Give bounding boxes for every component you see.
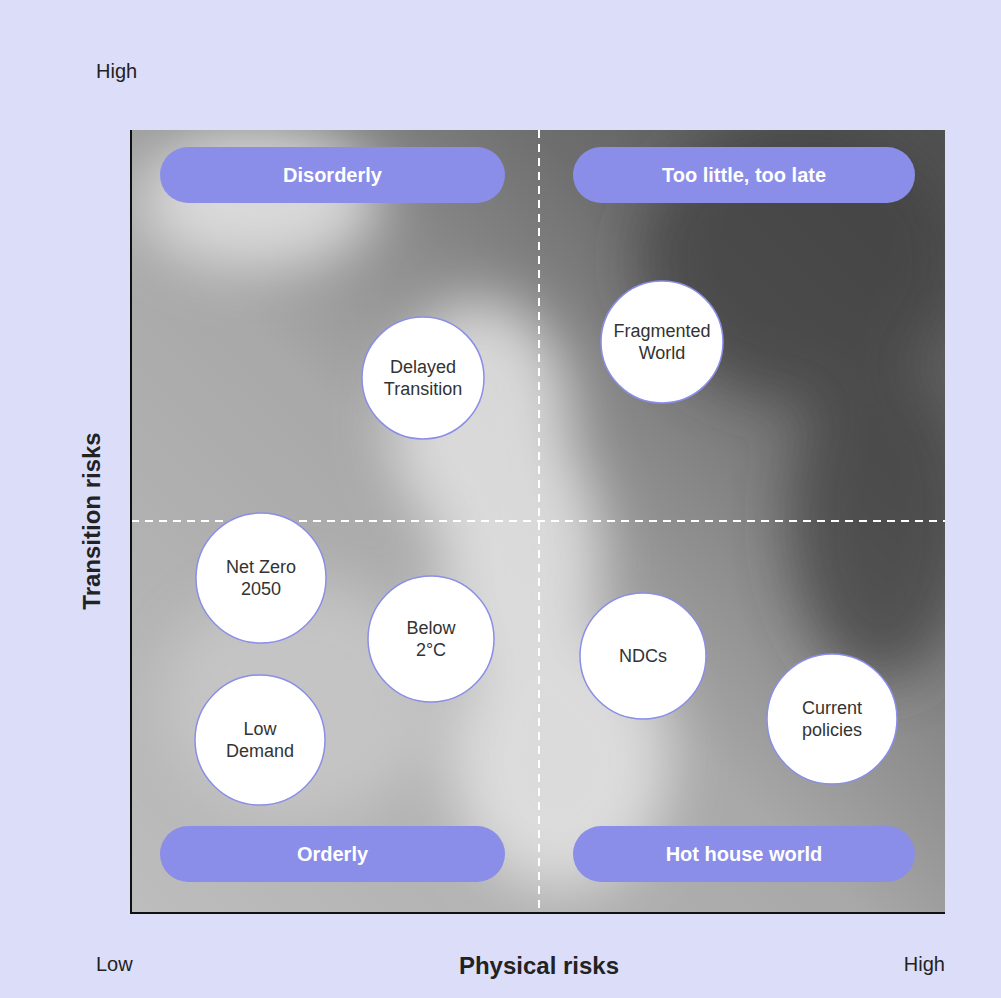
cloud-photo — [131, 130, 945, 913]
circle-outline — [194, 674, 326, 806]
circle-shape — [196, 513, 326, 643]
scenario-circle: Delayed Transition — [361, 316, 485, 440]
circle-outline — [600, 280, 724, 404]
scenario-name: Fragmented World — [612, 320, 712, 365]
quadrant-pill: Hot house world — [573, 826, 915, 882]
scenario-name: Low Demand — [215, 718, 305, 763]
quadrant-name: Orderly — [297, 843, 368, 866]
scenario-name: Current policies — [787, 697, 877, 742]
quadrant-pill: Disorderly — [160, 147, 505, 203]
axis-title: Physical risks — [459, 952, 619, 980]
quadrant-pill: Orderly — [160, 826, 505, 882]
circle-shape — [195, 675, 325, 805]
quadrant-name: Disorderly — [283, 164, 382, 187]
y-axis — [130, 130, 132, 914]
scenario-name: Below 2°C — [396, 617, 466, 662]
axis-title: Transition risks — [78, 432, 106, 609]
circle-shape — [580, 593, 706, 719]
quadrant-name: Hot house world — [666, 843, 823, 866]
scenario-circle: Current policies — [766, 653, 898, 785]
scenario-name: Net Zero 2050 — [216, 556, 306, 601]
scenario-circle: Below 2°C — [367, 575, 495, 703]
circle-outline — [367, 575, 495, 703]
scenario-circle: Low Demand — [194, 674, 326, 806]
scenario-circle: Net Zero 2050 — [195, 512, 327, 644]
circle-shape — [362, 317, 484, 439]
x-axis — [130, 912, 945, 914]
axis-end-label: High — [904, 953, 945, 976]
scenario-name: Delayed Transition — [373, 356, 473, 401]
axis-end-label: Low — [96, 953, 133, 976]
circle-shape — [368, 576, 494, 702]
circle-shape — [767, 654, 897, 784]
scenario-name: NDCs — [598, 645, 688, 668]
axis-end-label: High — [96, 60, 137, 83]
scenario-circle: NDCs — [579, 592, 707, 720]
circle-outline — [361, 316, 485, 440]
circle-shape — [601, 281, 723, 403]
circle-outline — [195, 512, 327, 644]
scenario-circle: Fragmented World — [600, 280, 724, 404]
quadrant-name: Too little, too late — [662, 164, 826, 187]
circle-outline — [766, 653, 898, 785]
quadrant-pill: Too little, too late — [573, 147, 915, 203]
